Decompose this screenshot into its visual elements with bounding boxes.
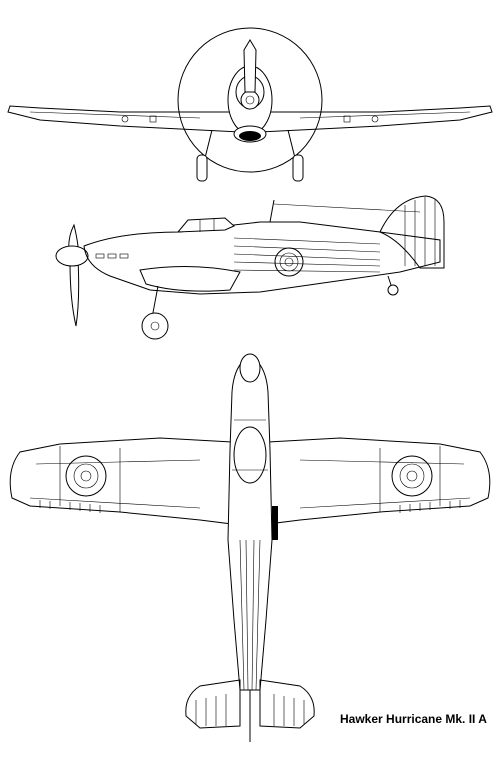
side-view-tail-fin <box>379 195 445 269</box>
plan-view <box>9 353 491 742</box>
front-view-left-wing <box>7 105 241 133</box>
front-view <box>7 27 493 182</box>
plan-view-right-roundel <box>391 455 433 497</box>
plan-view-tailplane <box>185 679 241 729</box>
side-view <box>55 195 445 340</box>
side-view-roundel <box>274 247 304 277</box>
plan-view-fuselage <box>227 355 273 691</box>
side-view-canopy <box>176 217 235 233</box>
front-view-spinner <box>240 90 260 110</box>
plan-view-left-roundel <box>65 455 107 497</box>
propeller-disc <box>177 27 323 173</box>
front-view-right-wing <box>259 105 493 133</box>
side-view-spinner <box>55 245 89 267</box>
plan-view-left-wing <box>9 437 233 525</box>
drawing-caption: Hawker Hurricane Mk. II A <box>340 712 487 726</box>
side-view-propeller <box>68 223 80 327</box>
side-view-tail-wheel <box>387 284 399 296</box>
side-view-fuselage <box>83 221 441 295</box>
plan-view-canopy <box>233 426 267 484</box>
plan-view-right-wing <box>267 437 491 525</box>
plan-view-spinner <box>239 353 261 383</box>
